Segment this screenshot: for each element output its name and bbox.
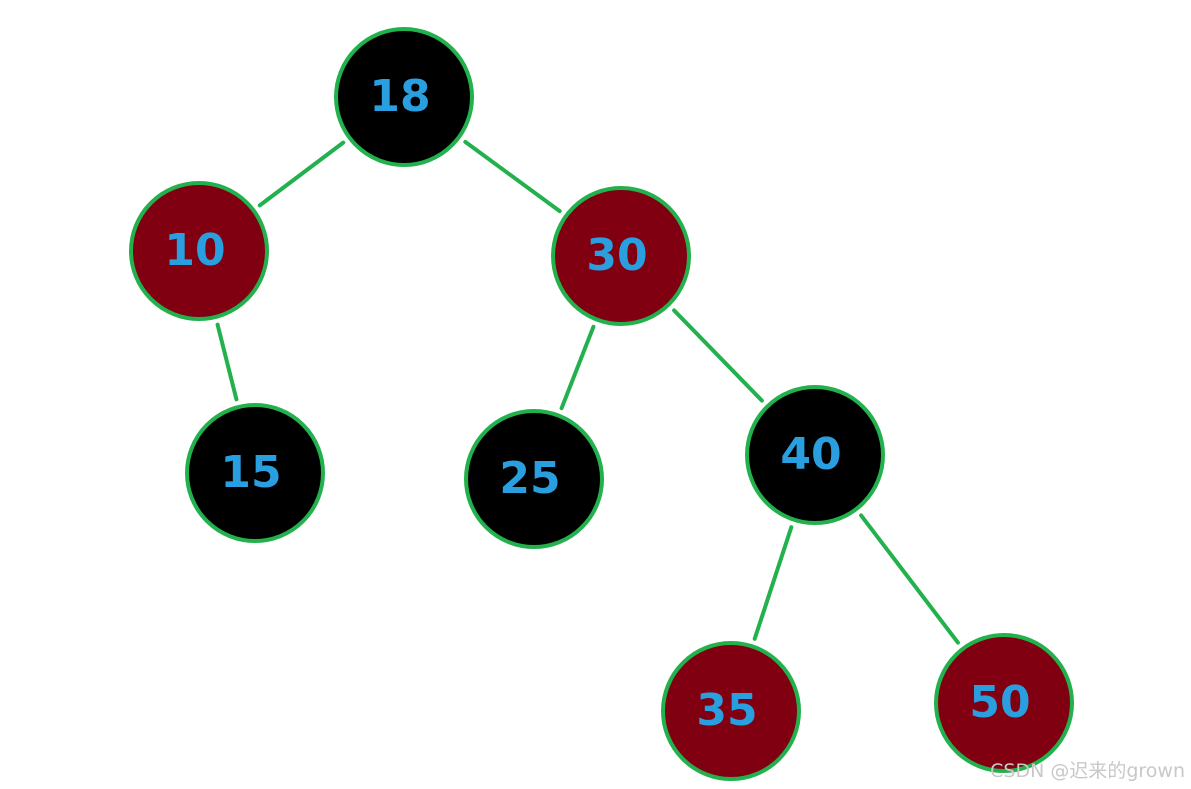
edge-30-25 [559,324,596,411]
node-circle-30 [551,186,691,326]
node-label-25: 25 [499,453,560,504]
node-10: 10 [129,181,269,321]
node-circle-18 [334,27,474,167]
node-label-30: 30 [586,230,647,281]
node-label-10: 10 [164,225,225,276]
edge-30-40 [672,308,764,403]
edge-18-30 [463,139,562,214]
node-30: 30 [551,186,691,326]
node-circle-40 [745,385,885,525]
edge-40-35 [752,525,794,641]
node-circle-35 [661,641,801,781]
node-40: 40 [745,385,885,525]
node-25: 25 [464,409,604,549]
watermark: CSDN @迟来的grown [990,760,1185,782]
node-label-18: 18 [369,71,430,122]
tree-edges [215,139,960,645]
node-label-15: 15 [220,447,281,498]
tree-nodes: 18 10 30 15 25 40 35 50 [129,27,1074,781]
node-50: 50 [934,633,1074,773]
node-label-40: 40 [780,429,841,480]
node-circle-15 [185,403,325,543]
node-label-35: 35 [696,685,757,736]
edge-10-15 [215,322,239,402]
node-18: 18 [334,27,474,167]
node-circle-10 [129,181,269,321]
node-circle-50 [934,633,1074,773]
node-35: 35 [661,641,801,781]
edge-40-50 [859,513,960,645]
node-circle-25 [464,409,604,549]
edge-18-10 [257,140,346,208]
node-label-50: 50 [969,677,1030,728]
node-15: 15 [185,403,325,543]
